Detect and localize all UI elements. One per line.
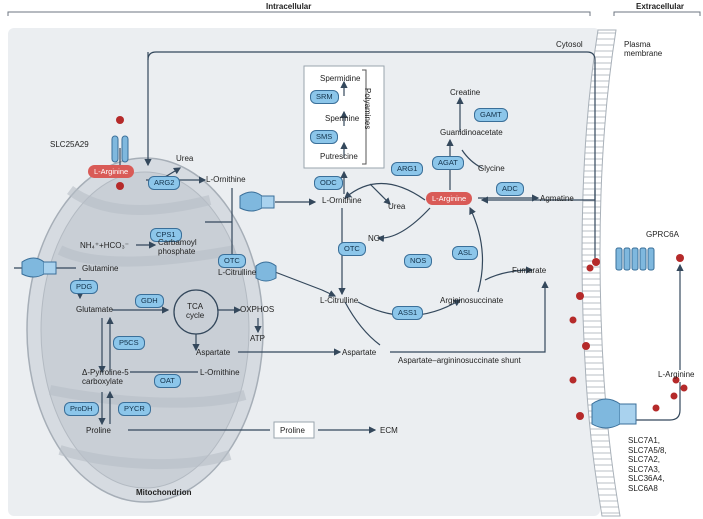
slc25a29-label: SLC25A29 [50,140,89,149]
tca-cycle-label: TCA cycle [186,302,205,320]
gdh-enzyme: GDH [135,294,164,308]
cyto-urea-label: Urea [388,202,406,211]
otc-enzyme: OTC [338,242,366,256]
cps1-enzyme: CPS1 [150,228,182,242]
fumarate-label: Fumarate [512,266,547,275]
cytosol-label: Cytosol [556,40,583,49]
gamt-enzyme: GAMT [474,108,508,122]
extra-arginine-label: L-Arginine [658,370,695,379]
mitochondrion [26,157,264,503]
cyto-ornithine-label: L-Ornithine [322,196,362,205]
cyto-arginine-pill: L-Arginine [426,192,473,205]
plasma-membrane [581,29,621,517]
oat-enzyme: OAT [154,374,181,388]
cyto-aspartate-label: Aspartate [342,348,377,357]
mito-ornithine2-label: L-Ornithine [200,368,240,377]
mito-urea-label: Urea [176,154,194,163]
spermidine-label: Spermidine [320,74,361,83]
slc7-transporters-label: SLC7A1, SLC7A5/8, SLC7A2, SLC7A3, SLC36A… [628,436,667,493]
extracellular-header: Extracellular [636,2,685,11]
p5cs-enzyme: P5CS [113,336,145,350]
arginine-molecules [116,116,688,420]
srm-enzyme: SRM [310,90,339,104]
cyto-citrulline-label: L-Citrulline [320,296,359,305]
carbamoyl-phosphate-label: Carbamoyl phosphate [158,238,197,256]
sms-enzyme: SMS [310,130,339,144]
guanidinoacetate-label: Guanidinoacetate [440,128,503,137]
cyto-proline-box [273,421,315,439]
asl-enzyme: ASL [452,246,479,260]
prodh-enzyme: ProDH [64,402,99,416]
polyamines-label: Polyamines [363,88,372,130]
atp-label: ATP [250,334,265,343]
agat-enzyme: AGAT [432,156,464,170]
citrulline-transporter [255,261,277,282]
aspartate-shunt-label: Aspartate–argininosuccinate shunt [398,356,521,365]
pycr-enzyme: PYCR [118,402,151,416]
mito-aspartate-label: Aspartate [196,348,231,357]
p5c-label: Δ-Pyrroline-5 carboxylate [82,368,129,386]
pdg-enzyme: PDG [70,280,99,294]
mito-ornithine-label: L-Ornithine [206,175,246,184]
gprc6a-receptor [615,247,655,271]
argininosuccinate-label: Argininosuccinate [440,296,504,305]
nh4-hco3-label: NH₄⁺+HCO₃⁻ [80,241,129,250]
header-brackets [7,11,701,16]
glutamine-label: Glutamine [82,264,119,273]
arg2-enzyme: ARG2 [148,176,181,190]
mito-proline-label: Proline [86,426,111,435]
glycine-label: Glycine [478,164,505,173]
adc-enzyme: ADC [496,182,524,196]
ornithine-transporter [239,191,275,212]
mito-citrulline-label: L-Citrulline [218,268,257,277]
odc-enzyme: ODC [314,176,343,190]
oxphos-label: OXPHOS [240,305,275,314]
nos-enzyme: NOS [404,254,433,268]
intracellular-header: Intracellular [266,2,312,11]
cyto-proline-label: Proline [280,426,305,435]
mito-arginine-pill: L-Arginine [88,165,135,178]
plasma-membrane-label: Plasma membrane [624,40,663,58]
arg1-enzyme: ARG1 [391,162,424,176]
glutamine-transporter [21,257,57,278]
spermine-label: Spermine [325,114,360,123]
putrescine-label: Putrescine [320,152,358,161]
ass1-enzyme: ASS1 [392,306,424,320]
slc25a29-transporter [111,135,129,163]
ecm-label: ECM [380,426,398,435]
slc7-transporter [591,398,637,429]
agmatine-label: Agmatine [540,194,574,203]
glutamate-label: Glutamate [76,305,113,314]
no-label: NO [368,234,380,243]
mitochondrion-label: Mitochondrion [136,488,192,497]
gprc6a-label: GPRC6A [646,230,679,239]
creatine-label: Creatine [450,88,481,97]
transporters [21,135,655,429]
otc-mito-enzyme: OTC [218,254,246,268]
